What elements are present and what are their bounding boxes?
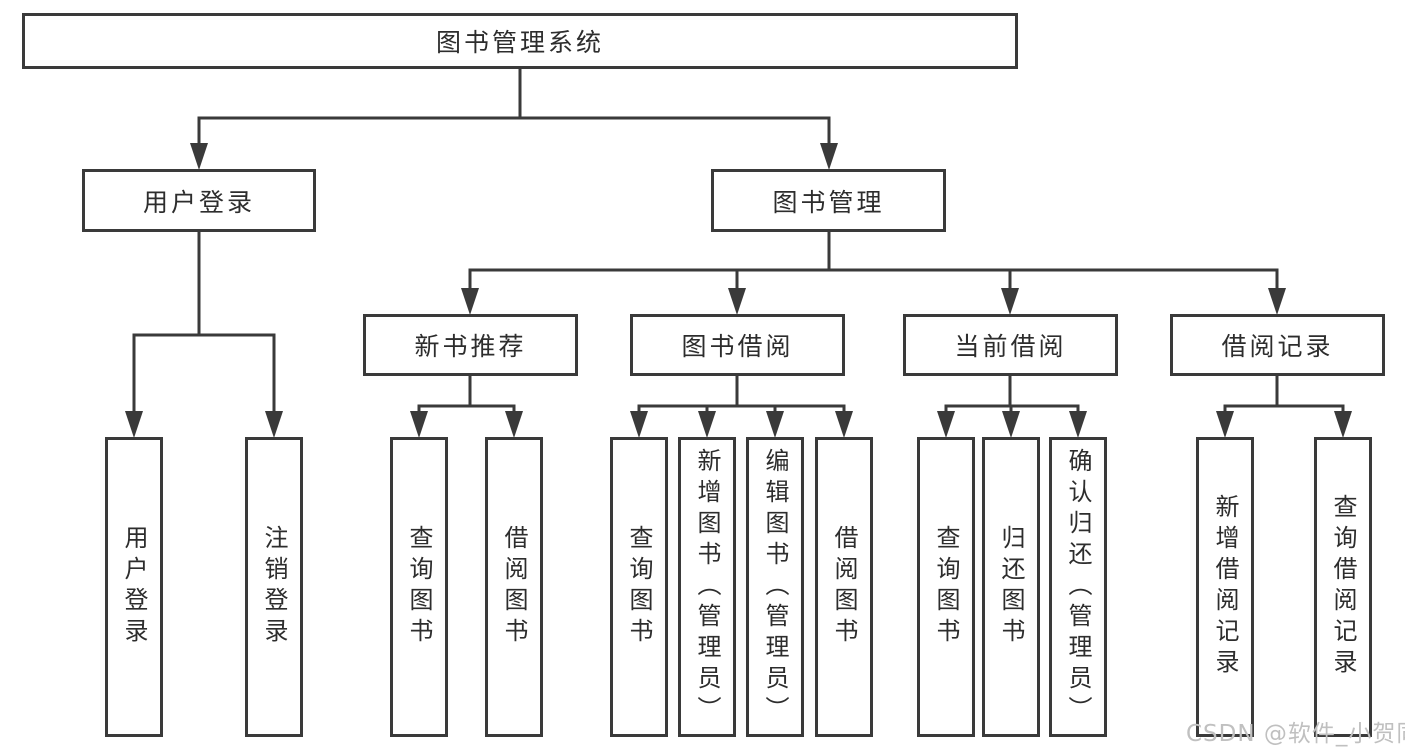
connector-bookborrow-to-leaves xyxy=(637,376,846,416)
down-arrowhead xyxy=(766,411,784,438)
connector-newbook-to-leaves xyxy=(417,376,516,416)
leaf-borrow-books-2-label: 借阅图书 xyxy=(830,525,858,649)
down-arrowhead xyxy=(410,411,428,438)
connector-bookmgmt-to-level3 xyxy=(468,232,1279,293)
down-arrowhead xyxy=(1268,288,1286,315)
leaf-add-books-admin-label: 新增图书（管理员） xyxy=(693,447,721,727)
leaf-return-books: 归还图书 xyxy=(982,437,1040,737)
node-new-book-recommend: 新书推荐 xyxy=(363,314,578,376)
down-arrowhead xyxy=(835,411,853,438)
leaf-query-borrow-record-label: 查询借阅记录 xyxy=(1329,494,1357,680)
leaf-add-borrow-record: 新增借阅记录 xyxy=(1196,437,1254,737)
leaf-query-books-3: 查询图书 xyxy=(917,437,975,737)
down-arrowhead xyxy=(125,411,143,438)
down-arrowhead xyxy=(820,143,838,170)
leaf-add-borrow-record-label: 新增借阅记录 xyxy=(1211,494,1239,680)
down-arrowhead xyxy=(630,411,648,438)
node-root: 图书管理系统 xyxy=(22,13,1018,69)
down-arrowhead xyxy=(1216,411,1234,438)
node-current-borrow: 当前借阅 xyxy=(903,314,1118,376)
down-arrowhead xyxy=(698,411,716,438)
node-user-login: 用户登录 xyxy=(82,169,316,232)
leaf-borrow-books-1: 借阅图书 xyxy=(485,437,543,737)
leaf-edit-books-admin-label: 编辑图书（管理员） xyxy=(761,447,789,727)
node-book-management-label: 图书管理 xyxy=(772,187,885,217)
leaf-query-books-1: 查询图书 xyxy=(390,437,448,737)
leaf-confirm-return-admin: 确认归还（管理员） xyxy=(1049,437,1107,737)
node-book-borrow: 图书借阅 xyxy=(630,314,845,376)
connector-currentborrow-to-leaves xyxy=(944,376,1080,416)
leaf-logout: 注销登录 xyxy=(245,437,303,737)
node-borrow-records: 借阅记录 xyxy=(1170,314,1385,376)
leaf-user-login-label: 用户登录 xyxy=(120,525,148,649)
connector-records-to-leaves xyxy=(1223,376,1345,416)
down-arrowhead xyxy=(190,143,208,170)
down-arrowhead xyxy=(505,411,523,438)
node-borrow-records-label: 借阅记录 xyxy=(1221,332,1334,361)
leaf-borrow-books-1-label: 借阅图书 xyxy=(500,525,528,649)
leaf-add-books-admin: 新增图书（管理员） xyxy=(678,437,736,737)
leaf-query-books-1-label: 查询图书 xyxy=(405,525,433,649)
down-arrowhead xyxy=(1001,288,1019,315)
node-root-label: 图书管理系统 xyxy=(435,28,604,57)
connector-root-to-level2 xyxy=(197,69,831,148)
connector-userlogin-to-leaves xyxy=(132,232,276,416)
leaf-edit-books-admin: 编辑图书（管理员） xyxy=(746,437,804,737)
watermark: CSDN @软件_小贺同学 xyxy=(1186,721,1405,747)
leaf-logout-label: 注销登录 xyxy=(260,525,288,649)
down-arrowhead xyxy=(1069,411,1087,438)
leaf-query-borrow-record: 查询借阅记录 xyxy=(1314,437,1372,737)
down-arrowhead xyxy=(1334,411,1352,438)
node-book-borrow-label: 图书借阅 xyxy=(681,332,794,361)
leaf-query-books-2-label: 查询图书 xyxy=(625,525,653,649)
node-current-borrow-label: 当前借阅 xyxy=(954,332,1067,361)
leaf-borrow-books-2: 借阅图书 xyxy=(815,437,873,737)
leaf-user-login: 用户登录 xyxy=(105,437,163,737)
node-user-login-label: 用户登录 xyxy=(142,187,255,217)
node-book-management: 图书管理 xyxy=(711,169,946,232)
down-arrowhead xyxy=(728,288,746,315)
down-arrowhead xyxy=(461,288,479,315)
leaf-query-books-2: 查询图书 xyxy=(610,437,668,737)
node-new-book-recommend-label: 新书推荐 xyxy=(414,332,527,361)
leaf-query-books-3-label: 查询图书 xyxy=(932,525,960,649)
down-arrowhead xyxy=(265,411,283,438)
down-arrowhead xyxy=(1002,411,1020,438)
down-arrowhead xyxy=(937,411,955,438)
leaf-return-books-label: 归还图书 xyxy=(997,525,1025,649)
leaf-confirm-return-admin-label: 确认归还（管理员） xyxy=(1064,447,1092,727)
